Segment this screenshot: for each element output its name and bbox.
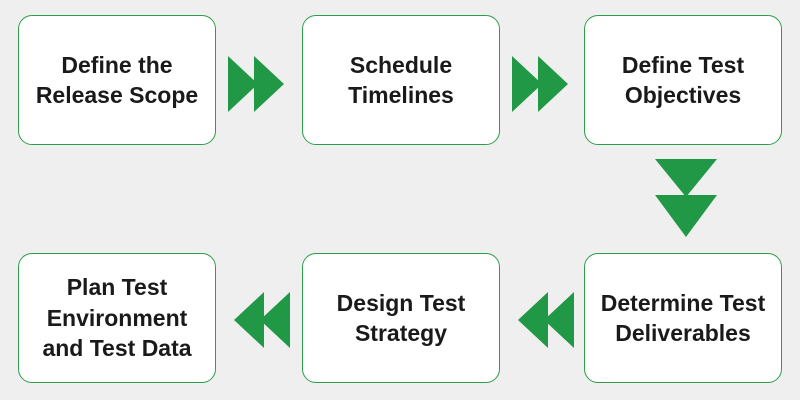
double-chevron-right-icon xyxy=(228,56,284,112)
step-schedule-timelines: Schedule Timelines xyxy=(302,15,500,145)
double-chevron-left-icon xyxy=(234,292,290,348)
step-design-test-strategy: Design Test Strategy xyxy=(302,253,500,383)
step-define-release-scope: Define the Release Scope xyxy=(18,15,216,145)
double-chevron-down-icon xyxy=(655,159,717,237)
step-label: Determine Test Deliverables xyxy=(600,289,766,346)
step-label: Schedule Timelines xyxy=(348,51,454,108)
step-label: Define the Release Scope xyxy=(35,51,199,108)
step-plan-test-environment: Plan Test Environment and Test Data xyxy=(18,253,216,383)
step-label: Define Test Objectives xyxy=(621,51,745,108)
double-chevron-left-icon xyxy=(518,292,574,348)
double-chevron-right-icon xyxy=(512,56,568,112)
step-determine-test-deliverables: Determine Test Deliverables xyxy=(584,253,782,383)
step-label: Plan Test Environment and Test Data xyxy=(42,274,192,362)
step-define-test-objectives: Define Test Objectives xyxy=(584,15,782,145)
step-label: Design Test Strategy xyxy=(336,289,466,346)
